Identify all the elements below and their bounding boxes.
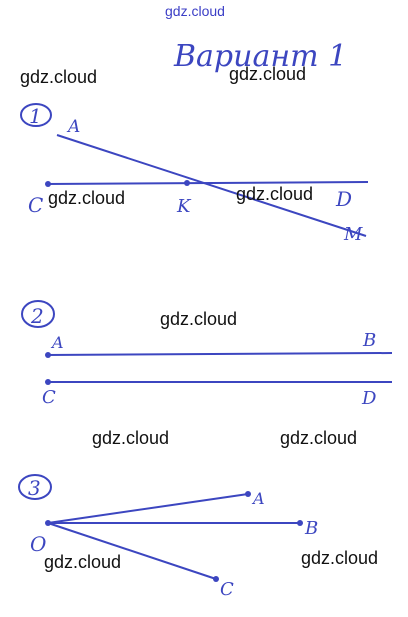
label-c: C [28, 193, 43, 217]
task-1: 1 A C K D M [20, 103, 369, 245]
watermark: gdz.cloud [280, 428, 358, 448]
label-d: D [361, 388, 377, 409]
task-1-number: 1 [29, 104, 42, 128]
point-c [45, 181, 51, 187]
point-k [184, 180, 190, 186]
label-b: B [362, 330, 376, 351]
watermark: gdz.cloud [20, 67, 98, 87]
page-title: Вариант 1 [173, 39, 347, 74]
label-d: D [335, 187, 352, 211]
label-a: A [251, 489, 265, 508]
watermark: gdz.cloud [92, 428, 170, 448]
point-c [213, 576, 219, 582]
label-c: C [42, 387, 56, 408]
line-ab [45, 352, 393, 356]
label-o: O [30, 532, 46, 556]
task-3-circle [18, 474, 52, 500]
line-cd [45, 181, 369, 185]
task-3: 3 O A B C [18, 474, 318, 600]
watermark: gdz.cloud [229, 64, 307, 84]
task-1-circle [20, 103, 52, 127]
point-c [45, 379, 51, 385]
point-a [245, 491, 251, 497]
task-3-number: 3 [28, 476, 41, 500]
point-a [45, 352, 51, 358]
line-am [56, 134, 367, 237]
label-a: A [66, 117, 80, 137]
watermark: gdz.cloud [236, 184, 314, 204]
watermark: gdz.cloud [48, 188, 126, 208]
point-o [45, 520, 51, 526]
task-2: 2 A B C D [21, 300, 393, 409]
watermark: gdz.cloud [160, 309, 238, 329]
ray-oa [47, 493, 249, 524]
point-b [297, 520, 303, 526]
label-k: K [176, 196, 192, 217]
ray-oc [47, 522, 217, 580]
watermark: gdz.cloud [301, 548, 379, 568]
label-c: C [220, 579, 234, 600]
label-b: B [304, 518, 318, 539]
site-watermark-top: gdz.cloud [165, 3, 225, 19]
task-2-number: 2 [30, 304, 44, 328]
task-2-circle [21, 300, 55, 328]
label-m: M [343, 224, 363, 245]
label-a: A [50, 333, 64, 352]
watermark: gdz.cloud [44, 552, 122, 572]
